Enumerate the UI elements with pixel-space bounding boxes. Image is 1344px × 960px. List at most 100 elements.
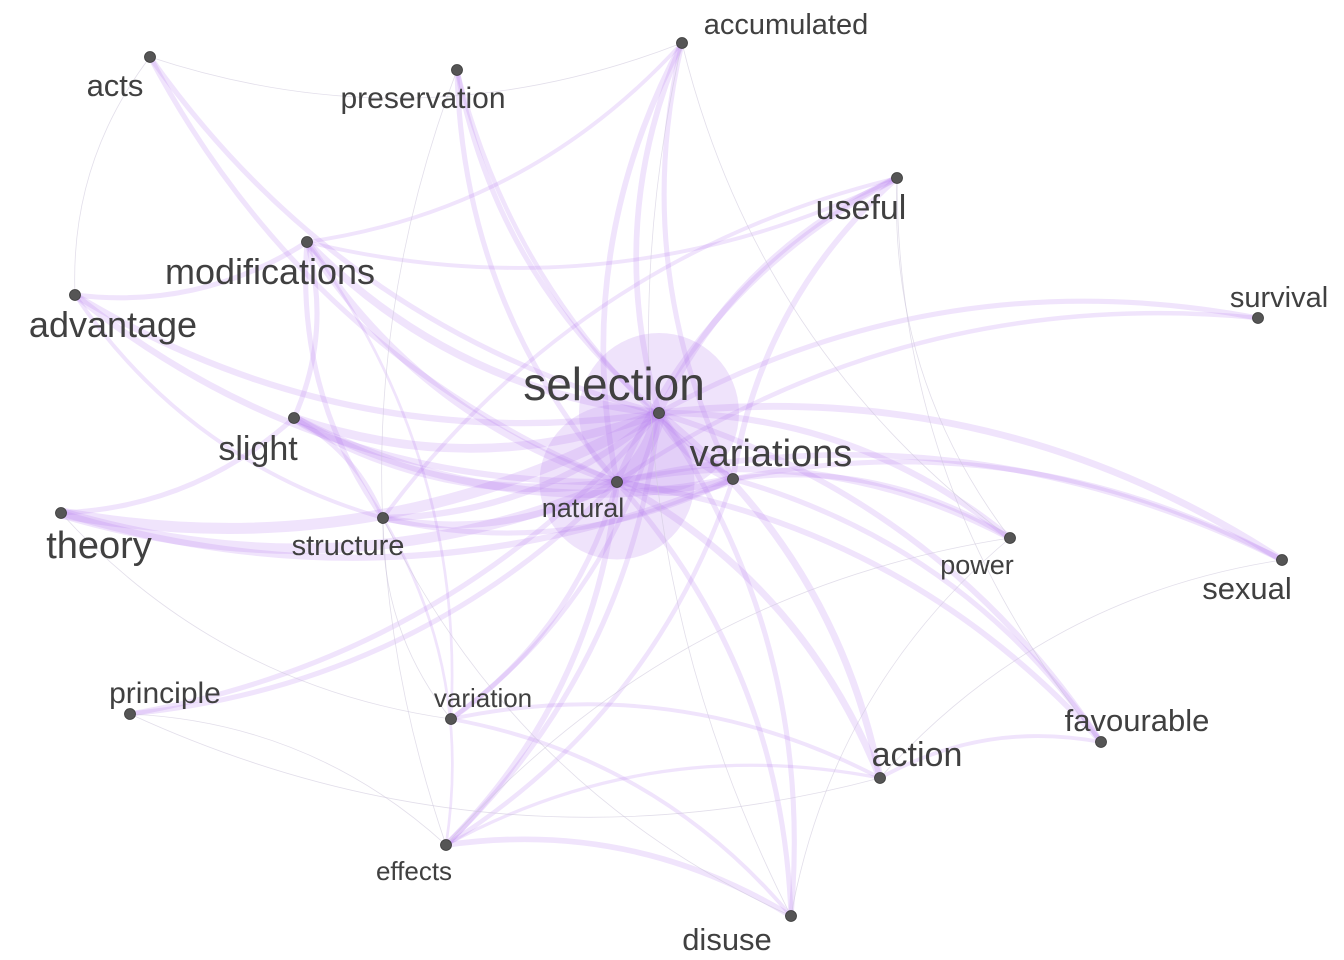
edge-disuse-selection [656, 410, 797, 919]
node-theory[interactable] [55, 507, 67, 519]
edge-modifications-structure [303, 239, 386, 521]
edge-accumulated-power [681, 42, 1011, 539]
edge-sexual-action [879, 559, 1283, 779]
network-nodes [55, 37, 1288, 922]
edge-action-variation [449, 702, 882, 780]
node-structure[interactable] [377, 512, 389, 524]
edge-modifications-selection [303, 238, 663, 417]
node-useful[interactable] [891, 172, 903, 184]
edge-action-selection [655, 409, 884, 782]
edge-principle-natural [127, 479, 620, 717]
node-variation[interactable] [445, 713, 457, 725]
edge-selection-variations [654, 408, 738, 484]
edge-useful-natural [613, 174, 901, 486]
edge-modifications-natural [303, 238, 621, 486]
node-label-disuse: disuse [682, 922, 772, 957]
edge-acts-advantage [74, 56, 151, 296]
node-accumulated[interactable] [676, 37, 688, 49]
edge-structure-variation [382, 517, 452, 720]
edge-sexual-natural [614, 451, 1285, 563]
edge-sexual-variations [730, 459, 1285, 563]
node-variations[interactable] [727, 473, 739, 485]
edge-favourable-action [878, 734, 1103, 780]
edge-advantage-structure [73, 293, 385, 520]
node-acts[interactable] [144, 51, 156, 63]
node-favourable[interactable] [1095, 736, 1107, 748]
node-label-accumulated: accumulated [704, 9, 868, 41]
edge-modifications-accumulated [305, 41, 684, 244]
edge-accumulated-disuse [648, 42, 792, 917]
node-advantage[interactable] [69, 289, 81, 301]
node-label-effects: effects [376, 856, 452, 886]
edge-survival-selection [656, 298, 1261, 416]
node-label-favourable: favourable [1065, 703, 1210, 738]
edge-power-effects [445, 537, 1011, 846]
edge-variation-modifications [305, 240, 454, 721]
edge-structure-natural [379, 478, 621, 529]
node-preservation[interactable] [451, 64, 463, 76]
edge-action-effects [444, 763, 882, 847]
edge-structure-disuse [382, 517, 792, 917]
edge-accumulated-variations [661, 40, 736, 482]
edge-slight-natural [289, 413, 622, 493]
node-label-selection: selection [523, 358, 705, 410]
edge-modifications-useful [305, 176, 899, 270]
node-label-variation: variation [434, 683, 532, 713]
edge-natural-variations [612, 474, 738, 496]
edge-natural-selection [610, 406, 666, 489]
edge-principle-action [129, 713, 881, 818]
edge-favourable-natural [614, 479, 1104, 745]
node-label-action: action [872, 736, 963, 774]
edge-favourable-selection [656, 410, 1104, 745]
edge-useful-variations [730, 175, 900, 482]
edge-theory-variation [60, 512, 452, 720]
node-modifications[interactable] [301, 236, 313, 248]
edge-useful-favourable [896, 177, 1102, 743]
node-label-advantage: advantage [29, 304, 197, 345]
edge-favourable-variations [730, 476, 1104, 745]
node-label-structure: structure [292, 530, 405, 562]
node-label-sexual: sexual [1202, 571, 1292, 606]
edge-preservation-effects [381, 69, 458, 846]
node-disuse[interactable] [785, 910, 797, 922]
edge-power-variations [730, 472, 1013, 541]
node-label-power: power [940, 550, 1014, 580]
edge-theory-variations [57, 475, 737, 561]
node-label-useful: useful [816, 189, 907, 227]
node-label-variations: variations [690, 433, 853, 475]
node-power[interactable] [1004, 532, 1016, 544]
edge-advantage-natural [71, 291, 621, 486]
node-action[interactable] [874, 772, 886, 784]
node-slight[interactable] [288, 412, 300, 424]
node-effects[interactable] [440, 839, 452, 851]
node-sexual[interactable] [1276, 554, 1288, 566]
edge-slight-selection [289, 408, 664, 453]
edge-effects-structure [381, 516, 454, 847]
node-label-acts: acts [87, 68, 144, 103]
node-label-survival: survival [1230, 282, 1328, 314]
edge-disuse-variation [449, 717, 793, 918]
edge-principle-selection [127, 410, 662, 717]
edge-accumulated-selection [633, 40, 685, 416]
node-selection[interactable] [653, 407, 665, 419]
edge-advantage-modifications [72, 239, 310, 301]
edge-preservation-selection [454, 67, 662, 416]
edge-structure-slight [291, 415, 386, 521]
edge-effects-natural [443, 479, 620, 848]
node-natural[interactable] [611, 476, 623, 488]
node-survival[interactable] [1252, 312, 1264, 324]
edge-structure-selection [379, 409, 663, 522]
edge-action-natural [613, 478, 884, 782]
edge-effects-variations [443, 476, 736, 848]
edge-slight-variations [289, 413, 738, 498]
edge-useful-power [896, 177, 1011, 539]
node-label-principle: principle [109, 677, 221, 710]
edge-acts-accumulated [149, 42, 683, 99]
edge-slight-modifications [291, 239, 320, 421]
edge-disuse-natural [614, 479, 794, 919]
edge-effects-principle [129, 713, 447, 846]
node-principle[interactable] [124, 708, 136, 720]
node-label-modifications: modifications [165, 251, 375, 292]
edge-variation-natural [448, 479, 620, 722]
node-label-natural: natural [542, 493, 625, 523]
